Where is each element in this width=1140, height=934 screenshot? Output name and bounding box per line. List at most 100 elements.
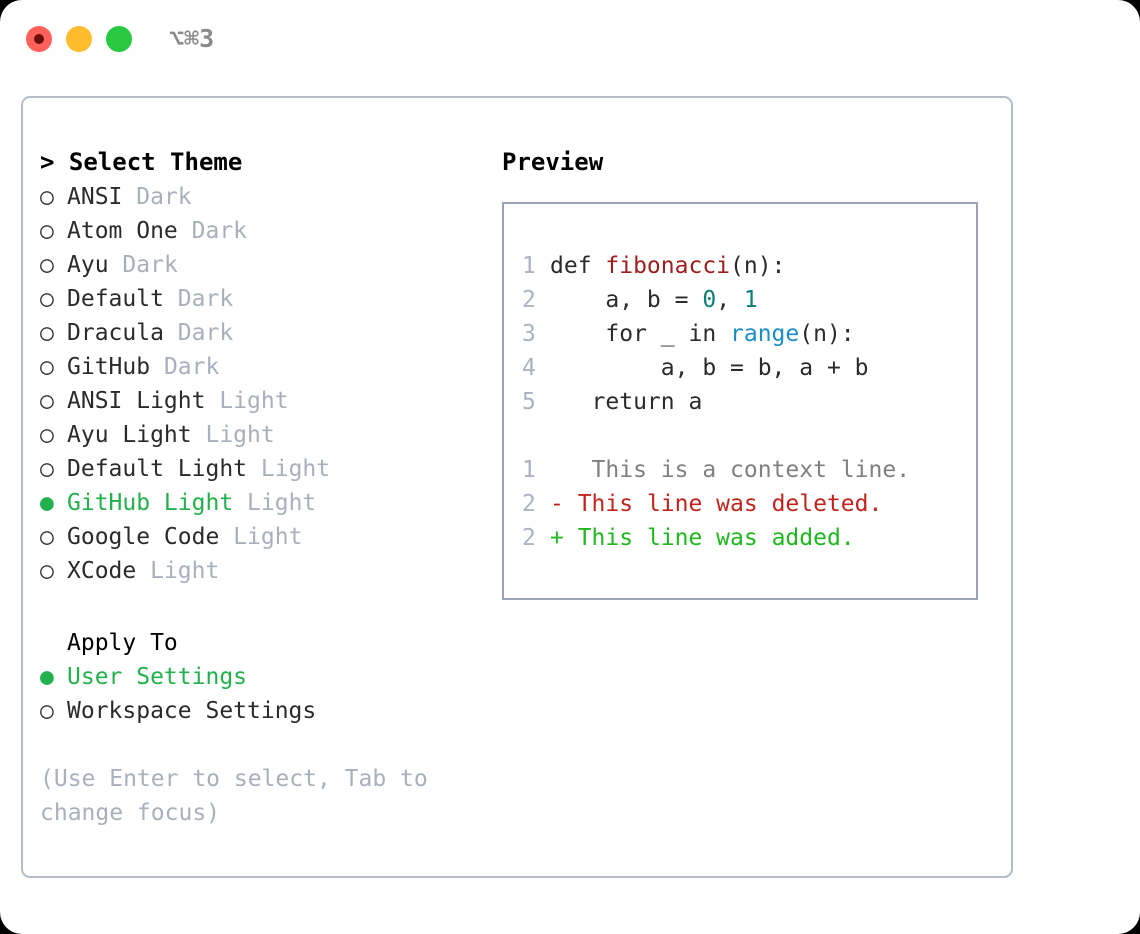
radio-unselected-icon: ○ <box>40 456 54 482</box>
keyboard-shortcut-label: ⌥⌘3 <box>169 24 215 53</box>
code-token-plain: a, b = <box>550 287 703 313</box>
theme-name-label: GitHub Light <box>67 490 234 516</box>
section-spacer <box>40 588 470 626</box>
code-token-num: 0 <box>702 287 717 313</box>
maximize-button-icon[interactable] <box>106 26 132 52</box>
line-number: 5 <box>522 389 536 415</box>
theme-variant-label: Light <box>233 524 303 550</box>
code-token-plain: (n): <box>799 321 855 347</box>
theme-variant-label: Dark <box>191 218 248 244</box>
diff-line: 1 This is a context line. <box>522 453 970 487</box>
code-token-call: range <box>730 321 800 347</box>
theme-list-item[interactable]: ○ ANSI Dark <box>40 180 470 214</box>
content-panel: > Select Theme ○ANSI Dark○Atom One Dark○… <box>21 96 1013 878</box>
keyboard-hint-text: (Use Enter to select, Tab to change focu… <box>40 766 428 826</box>
apply-to-list: ● User Settings ○Workspace Settings <box>40 660 470 728</box>
code-diff-separator <box>522 419 970 453</box>
apply-to-header: Apply To <box>67 630 178 656</box>
theme-variant-label: Light <box>150 558 220 584</box>
theme-name-label: Ayu <box>67 252 109 278</box>
theme-name-label: ANSI Light <box>67 388 206 414</box>
line-number: 4 <box>522 355 536 381</box>
code-token-plain: for _ in <box>550 321 731 347</box>
theme-list-item[interactable]: ● GitHub Light Light <box>40 486 470 520</box>
theme-name-label: ANSI <box>67 184 123 210</box>
select-theme-header: > Select Theme <box>40 148 243 176</box>
apply-to-label: User Settings <box>67 664 248 690</box>
theme-list-item[interactable]: ○ Default Dark <box>40 282 470 316</box>
diff-line: 2 + This line was added. <box>522 521 970 555</box>
theme-list-item[interactable]: ○ Default Light Light <box>40 452 470 486</box>
theme-list-item[interactable]: ○Atom One Dark <box>40 214 470 248</box>
theme-list-item[interactable]: ○ Google Code Light <box>40 520 470 554</box>
theme-name-label: Atom One <box>67 218 178 244</box>
theme-name-label: Ayu Light <box>67 422 192 448</box>
theme-name-label: GitHub <box>67 354 151 380</box>
code-token-func: fibonacci <box>605 253 731 279</box>
theme-list-item[interactable]: ○Dracula Dark <box>40 316 470 350</box>
close-button-icon[interactable] <box>26 26 52 52</box>
theme-list-item[interactable]: ○ Ayu Dark <box>40 248 470 282</box>
theme-name-label: XCode <box>67 558 137 584</box>
theme-list-item[interactable]: ○ GitHub Dark <box>40 350 470 384</box>
theme-variant-label: Light <box>219 388 289 414</box>
radio-unselected-icon: ○ <box>40 320 54 346</box>
code-token-plain: , <box>716 287 744 313</box>
theme-list-item[interactable]: ○XCode Light <box>40 554 470 588</box>
radio-unselected-icon: ○ <box>40 388 54 414</box>
diff-sample: 1 This is a context line. 2- This line wa… <box>522 453 970 555</box>
theme-variant-label: Light <box>260 456 331 482</box>
theme-name-label: Google Code <box>67 524 220 550</box>
theme-list: ○ANSI Dark○Atom One Dark○Ayu Dark○Defaul… <box>40 180 470 588</box>
radio-unselected-icon: ○ <box>40 354 54 380</box>
code-token-plain: a, b = b, a + b <box>550 355 869 381</box>
code-line: 4 a, b = b, a + b <box>522 351 970 385</box>
apply-to-item[interactable]: ● User Settings <box>40 660 470 694</box>
diff-text: This is a context line. <box>563 457 911 483</box>
line-number: 2 <box>522 525 536 551</box>
line-number: 2 <box>522 491 536 517</box>
radio-unselected-icon: ○ <box>40 422 54 448</box>
code-line: 3 for _ in range(n): <box>522 317 970 351</box>
diff-marker: + <box>550 525 564 551</box>
theme-variant-label: Dark <box>163 354 220 380</box>
minimize-button-icon[interactable] <box>66 26 92 52</box>
diff-text: This line was added. <box>563 525 855 551</box>
theme-list-item[interactable]: ○ Ayu Light Light <box>40 418 470 452</box>
radio-unselected-icon: ○ <box>40 524 54 550</box>
radio-selected-icon: ● <box>40 490 54 516</box>
theme-variant-label: Light <box>205 422 275 448</box>
title-bar: ⌥⌘3 <box>0 0 1140 78</box>
theme-variant-label: Dark <box>136 184 192 210</box>
line-number: 1 <box>522 253 536 279</box>
line-number: 3 <box>522 321 536 347</box>
radio-unselected-icon: ○ <box>40 184 54 210</box>
diff-marker <box>550 457 564 483</box>
theme-list-item[interactable]: ○ ANSI Light Light <box>40 384 470 418</box>
code-token-num: 1 <box>743 287 758 313</box>
radio-selected-icon: ● <box>40 664 54 690</box>
apply-to-item[interactable]: ○Workspace Settings <box>40 694 470 728</box>
line-number: 2 <box>522 287 536 313</box>
theme-variant-label: Dark <box>122 252 178 278</box>
diff-text: This line was deleted. <box>563 491 883 517</box>
theme-selector-column: > Select Theme ○ANSI Dark○Atom One Dark○… <box>40 144 470 830</box>
code-token-plain: (n): <box>730 253 786 279</box>
apply-to-label: Workspace Settings <box>67 698 317 724</box>
code-token-plain: return a <box>550 389 703 415</box>
diff-marker: - <box>550 491 564 517</box>
theme-name-label: Default <box>67 286 164 312</box>
code-line: 5 return a <box>522 385 970 419</box>
theme-variant-label: Light <box>247 490 317 516</box>
radio-unselected-icon: ○ <box>40 286 54 312</box>
radio-unselected-icon: ○ <box>40 252 54 278</box>
theme-variant-label: Dark <box>177 286 234 312</box>
code-line: 2 a, b = 0, 1 <box>522 283 970 317</box>
theme-name-label: Default Light <box>67 456 248 482</box>
